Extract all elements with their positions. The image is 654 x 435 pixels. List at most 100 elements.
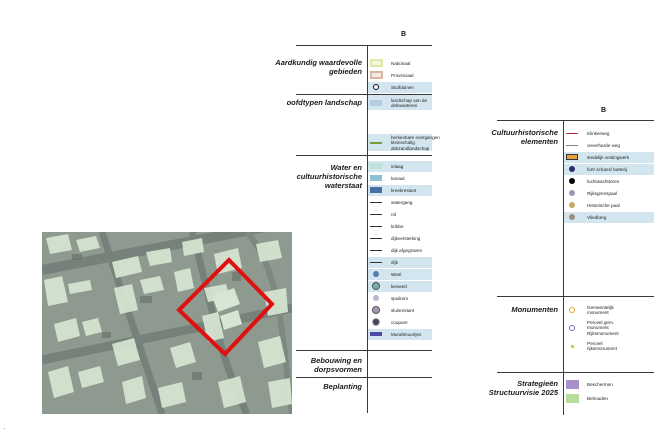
legend-band [564, 212, 654, 223]
kreekrestant-swatch [370, 187, 382, 193]
legend-item: sluisrestant [369, 304, 414, 316]
legend-band [368, 134, 432, 151]
nationaal-swatch [369, 59, 383, 67]
section-rule [497, 296, 654, 297]
legend-item: kanaal [369, 172, 405, 184]
legend-item-label: Beschermen [587, 381, 613, 387]
legend-band [368, 161, 432, 172]
right-column-marker: B [601, 107, 607, 114]
vliedberg-dot-icon [569, 214, 575, 220]
legend-item-label: luchtwachttoren [587, 178, 620, 184]
sluisrestant-dot-icon [372, 306, 380, 314]
legend-item-label: stedelijk vestingwerk [587, 154, 630, 160]
legend-item-label: Historische paal [587, 202, 620, 208]
muraltmuurtjes-swatch [370, 332, 382, 336]
legend-item: Vliedberg [565, 211, 606, 223]
section-title-strategieen: Strategieën Structuurvisie 2025 [488, 379, 558, 397]
section-title-beplanting: Beplanting [323, 382, 362, 391]
behouden-swatch [565, 393, 579, 403]
historische-paal-dot-icon [569, 202, 575, 208]
legend-item: rol [369, 208, 396, 220]
watergang-line [370, 201, 382, 203]
legend-item-label: Muraltmuurtjes [391, 331, 422, 337]
rijksgrenspaal-dot-icon [569, 190, 575, 196]
legend-item: dijk afgegraven [369, 244, 422, 256]
legend-item: Provinciaal [369, 69, 413, 81]
legend-item: Historische paal [565, 199, 620, 211]
legend-item: Perceel rijksmonument [565, 339, 629, 353]
spuikom-dot-icon [373, 295, 379, 301]
fort-dot-icon [569, 166, 575, 172]
legend-item: kenwed [369, 280, 407, 292]
legend-item: Perceel gem. monument Rijksmonument [565, 320, 631, 336]
klinkerweg-line [566, 132, 578, 134]
legend-item: Weel [369, 268, 401, 280]
legend-item: onverharde weg [565, 139, 620, 151]
gemeentelijk-ring-icon [569, 307, 575, 313]
legend-item-label: kenwed [391, 283, 407, 289]
section-title-landschap: oofdtypen landschap [286, 98, 362, 107]
section-title-monumenten: Monumenten [511, 305, 558, 314]
inlaag-swatch [370, 163, 382, 169]
legend-item-label: Provinciaal [391, 72, 414, 78]
legend-item-label: Perceel rijksmonument [587, 340, 617, 351]
legend-item-label: Rijksgrenspaal [587, 190, 618, 196]
deltawateren-swatch [370, 100, 382, 106]
legend-item: Gemeentelijk monument [565, 303, 629, 317]
legend-band [368, 281, 432, 292]
kanaal-swatch [370, 175, 382, 181]
section-title-water: Water en cultuurhistorische waterstaat [296, 163, 362, 190]
section-rule [497, 372, 654, 373]
legend-band [368, 329, 432, 340]
section-title-bebouwing: Bebouwing en dorpsvormen [310, 356, 362, 374]
legend-band [368, 269, 432, 280]
legend-item-label: inlaag [391, 163, 404, 169]
coupure-dot-icon [372, 318, 380, 326]
legend-item: landschap van de deltawateren [369, 96, 443, 110]
kribbe-line [370, 225, 382, 227]
legend-item-label: coupure [391, 319, 408, 325]
legend-item-label: Stuifduinen [391, 84, 414, 90]
section-rule [296, 155, 432, 156]
legend-item: Klinkerweg [565, 127, 609, 139]
legend-item-label: dijkversterking [391, 235, 421, 241]
legend-band [564, 164, 654, 175]
legend-item-label: herkenbare overgangen kleinschalig dekza… [391, 135, 440, 151]
perceel-rijks-swatch [570, 344, 574, 348]
rol-line [370, 213, 382, 215]
legend-item-label: onverharde weg [587, 142, 620, 148]
legend-item-label: spuikom [391, 295, 409, 301]
left-top-rule [296, 45, 432, 46]
map-canvas [42, 232, 292, 414]
legend-item-label: Weel [391, 271, 402, 277]
legend-item: Beschermen [565, 378, 613, 390]
legend-band [368, 257, 432, 268]
legend-band [564, 152, 654, 163]
left-column-divider [367, 45, 368, 413]
legend-item-label: Perceel gem. monument Rijksmonument [587, 320, 619, 336]
legend-item: Behouden [565, 392, 608, 404]
stuifduinen-ring-icon [373, 84, 379, 90]
legend-item-label: kanaal [391, 175, 405, 181]
site-map [42, 232, 292, 414]
legend-item-label: watergang [391, 199, 413, 205]
left-column-marker: B [401, 31, 407, 38]
legend-item: Muraltmuurtjes [369, 328, 421, 340]
section-title-cultuurhistorische: Cultuurhistorische elementen [491, 128, 558, 146]
legend-item-label: fort/ schans/ batterij [587, 166, 628, 172]
legend-item: spuikom [369, 292, 408, 304]
weel-dot-icon [373, 271, 379, 277]
section-title-aardkundig: Aardkundig waardevolle gebieden [275, 58, 362, 76]
right-column-divider [563, 120, 564, 415]
legend-item-label: sluisrestant [391, 307, 415, 313]
legend-item: dijk [369, 256, 398, 268]
rijksmonument-ring-icon [569, 325, 575, 331]
vestingwerk-swatch [566, 154, 578, 160]
legend-item: fort/ schans/ batterij [565, 163, 627, 175]
legend-item-label: Gemeentelijk monument [587, 304, 614, 315]
provinciaal-swatch [369, 71, 383, 79]
legend-item-label: kribbe [391, 223, 404, 229]
legend-item-label: Nationaal [391, 60, 411, 66]
dijkversterking-line [370, 237, 382, 239]
section-rule [296, 377, 432, 378]
